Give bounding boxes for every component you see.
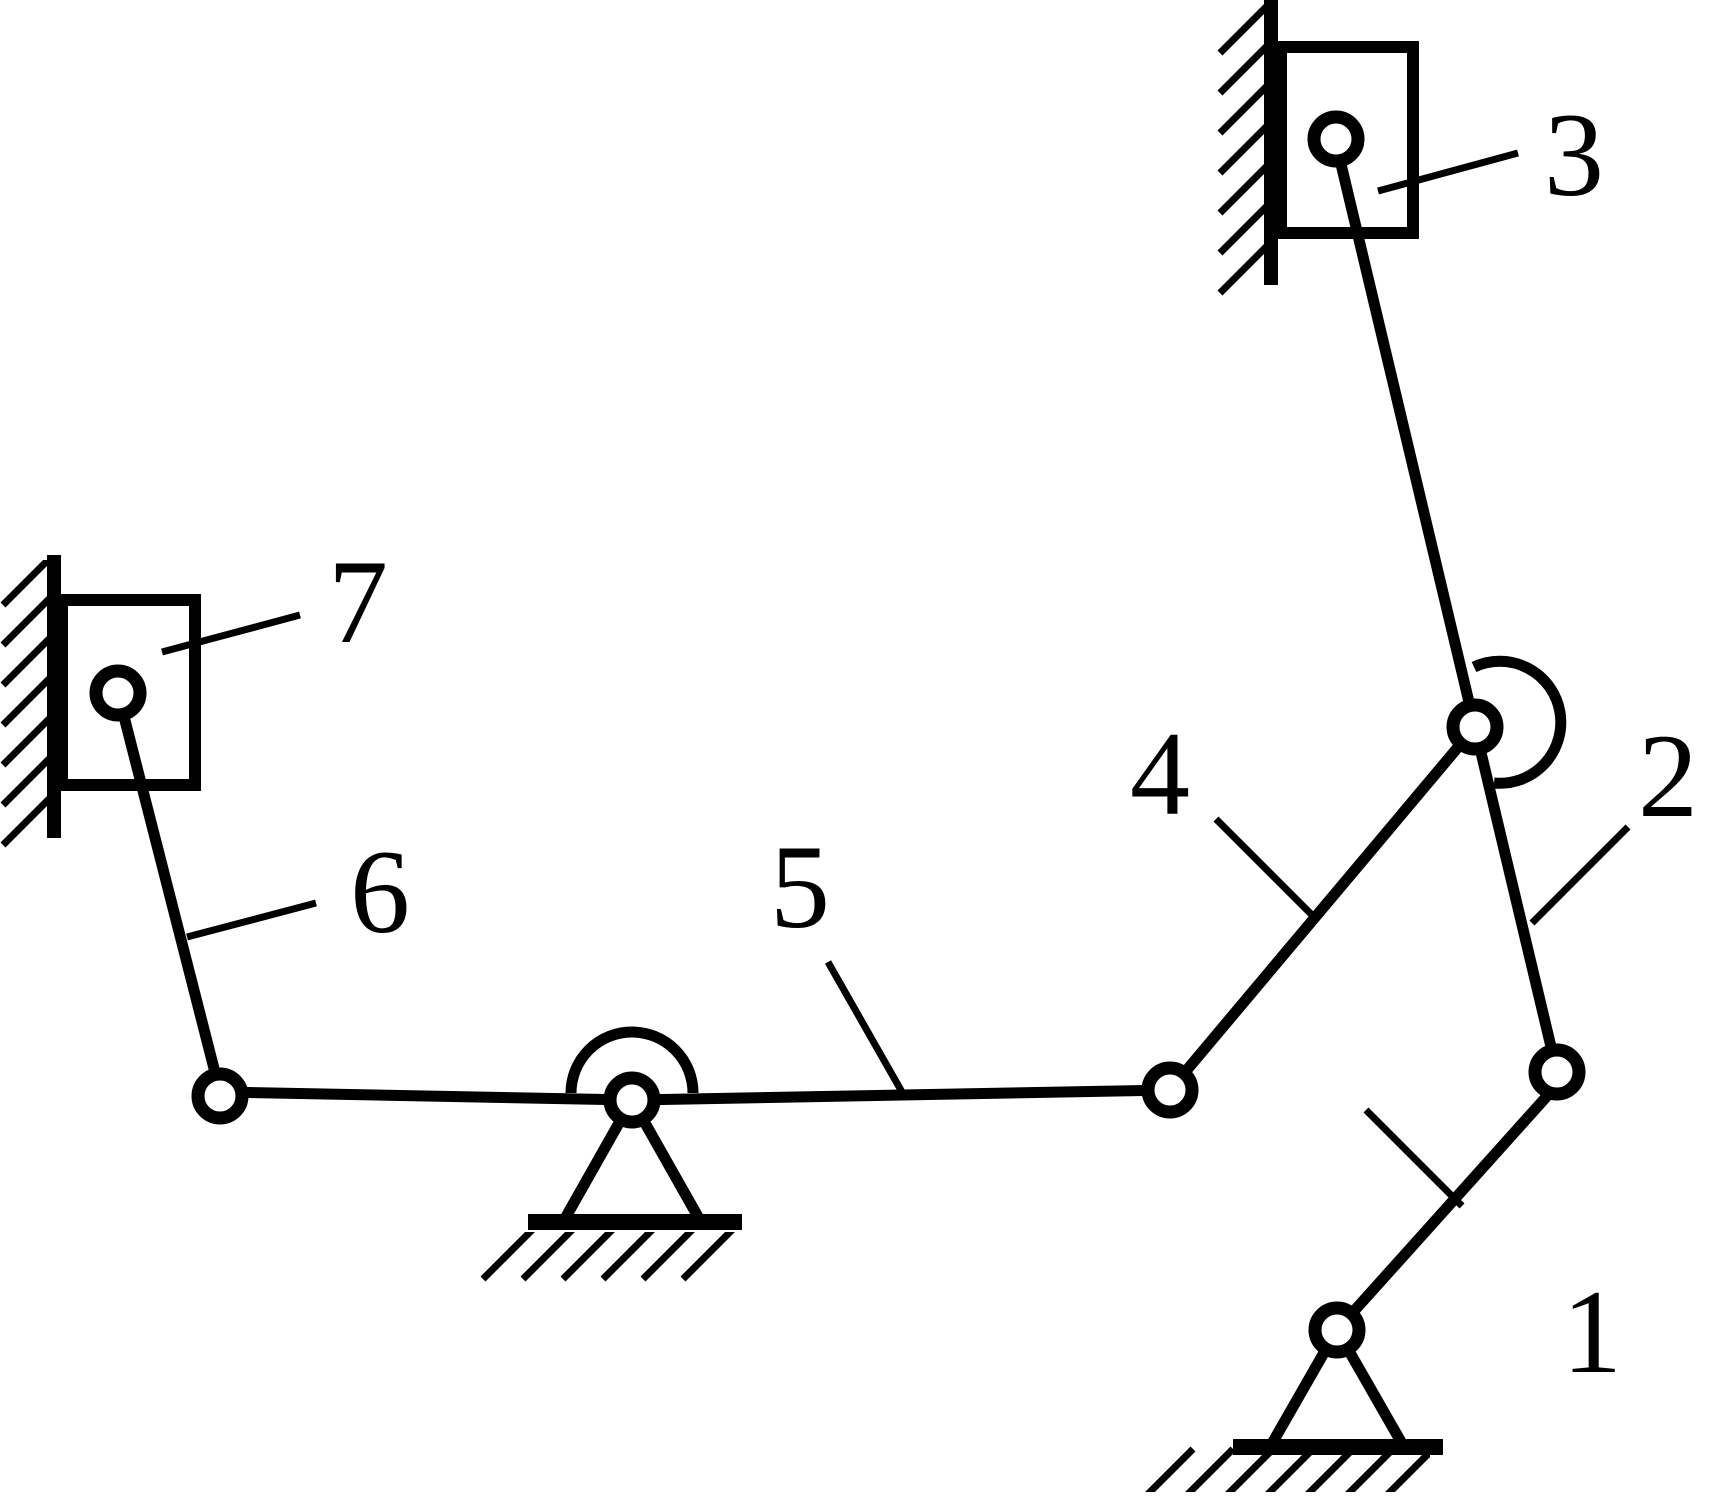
slider-3-guide-wall [1217,0,1278,296]
link-6 [112,691,226,1094]
label-link-4: 4 [1130,707,1190,840]
joint-E-4-5 [1141,1061,1199,1119]
leader-line-3 [1377,149,1519,195]
label-link-6: 6 [350,825,410,958]
joint-D-2-3 [1307,110,1365,168]
slider-7-block [56,594,201,791]
rigid-joint-arc-link-2-4 [1471,655,1567,789]
link-2 [1330,141,1563,1074]
joint-F-ground-5 [603,1071,661,1129]
joint-A-ground-1 [1308,1301,1366,1359]
joint-H-6-7 [89,664,147,722]
link-4 [1165,723,1480,1094]
label-link-7: 7 [328,535,388,668]
leader-line-5 [824,960,906,1094]
joint-C-2-4 [1446,698,1504,756]
label-link-3: 3 [1544,88,1604,221]
leader-line-7 [161,611,301,656]
slider-3-block [1275,41,1419,239]
leader-line-6 [186,899,317,941]
leader-line-1 [1363,1107,1465,1209]
ground-pivot-link-1 [1145,1318,1443,1492]
label-link-1: 1 [1562,1265,1622,1398]
ground-pivot-link-5 [480,1088,742,1282]
link-1 [1332,1081,1562,1334]
leader-line-4 [1213,816,1315,918]
rigid-joint-arc-link-5 [565,1026,699,1094]
label-link-5: 5 [770,820,830,953]
joint-G-5-6 [191,1067,249,1125]
slider-7-guide-wall [0,555,61,848]
leader-line-2 [1529,824,1631,926]
joint-B-1-2 [1528,1043,1586,1101]
label-link-2: 2 [1638,709,1698,842]
